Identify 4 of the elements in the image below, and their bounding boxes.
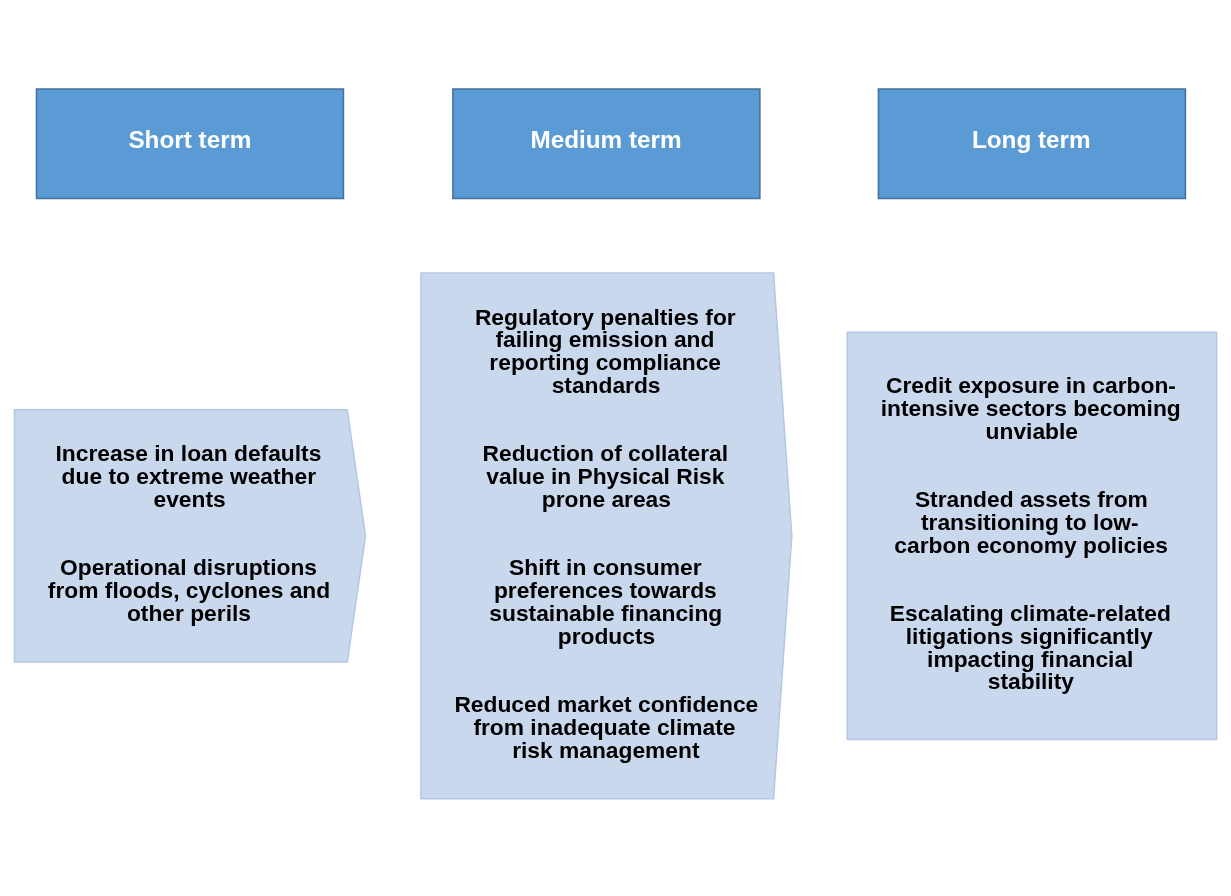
node-box: Long term <box>877 87 1187 199</box>
node-box: Credit exposure in carbon-intensive sectors becoming unviable Stranded assets from transitioning to low-carbon economy policies Escalating climate-related litigations significantly impacting financial stability <box>846 331 1218 740</box>
node-box: Medium term <box>452 87 761 199</box>
node-box: Short term <box>35 87 345 199</box>
